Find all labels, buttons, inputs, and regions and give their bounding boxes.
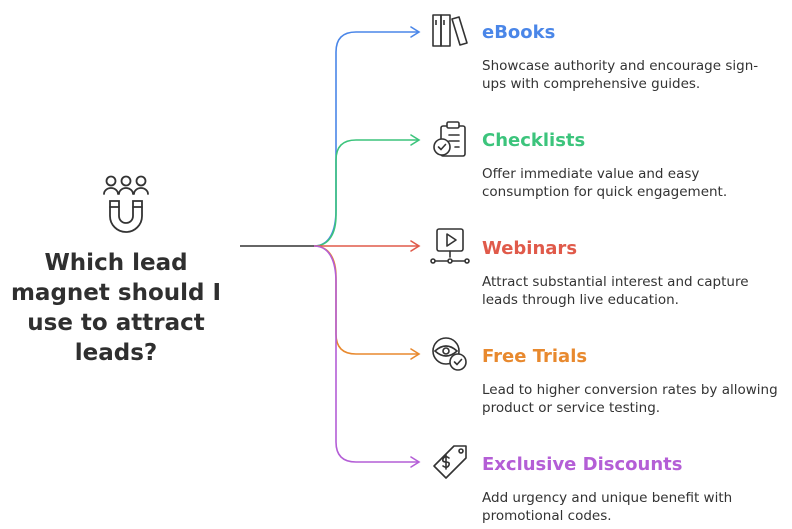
connector-arrow-webinars xyxy=(410,240,421,252)
central-question: Which lead magnet should I use to attrac… xyxy=(10,250,222,366)
connector-arrow-checklists xyxy=(410,134,421,146)
connector-arrow-free-trials xyxy=(410,348,421,360)
branch-title-checklists: Checklists xyxy=(482,130,586,151)
branch-title-free-trials: Free Trials xyxy=(482,346,588,367)
branch-title-exclusive-discounts: Exclusive Discounts xyxy=(482,454,683,475)
branch-title-webinars: Webinars xyxy=(482,238,578,259)
people-magnet-icon xyxy=(103,175,149,233)
branch-description-exclusive-discounts: Add urgency and unique benefit with prom… xyxy=(482,490,733,524)
price-tag-icon xyxy=(433,445,467,479)
clipboard-check-icon xyxy=(433,121,466,157)
connector-exclusive-discounts xyxy=(313,245,418,463)
video-play-icon xyxy=(430,228,470,264)
branch-description-ebooks: Showcase authority and encourage sign-up… xyxy=(482,58,759,92)
branch-description-checklists: Offer immediate value and easy consumpti… xyxy=(482,166,728,200)
branch-title-ebooks: eBooks xyxy=(482,22,556,43)
connector-free-trials xyxy=(313,245,418,355)
eye-check-icon xyxy=(432,337,467,371)
branch-description-webinars: Attract substantial interest and capture… xyxy=(482,274,749,308)
books-icon xyxy=(432,14,468,47)
connector-arrow-ebooks xyxy=(410,26,421,38)
connector-checklists xyxy=(313,139,418,247)
connector-arrow-exclusive-discounts xyxy=(410,456,421,468)
connector-ebooks xyxy=(313,31,418,247)
branch-description-free-trials: Lead to higher conversion rates by allow… xyxy=(482,382,778,416)
